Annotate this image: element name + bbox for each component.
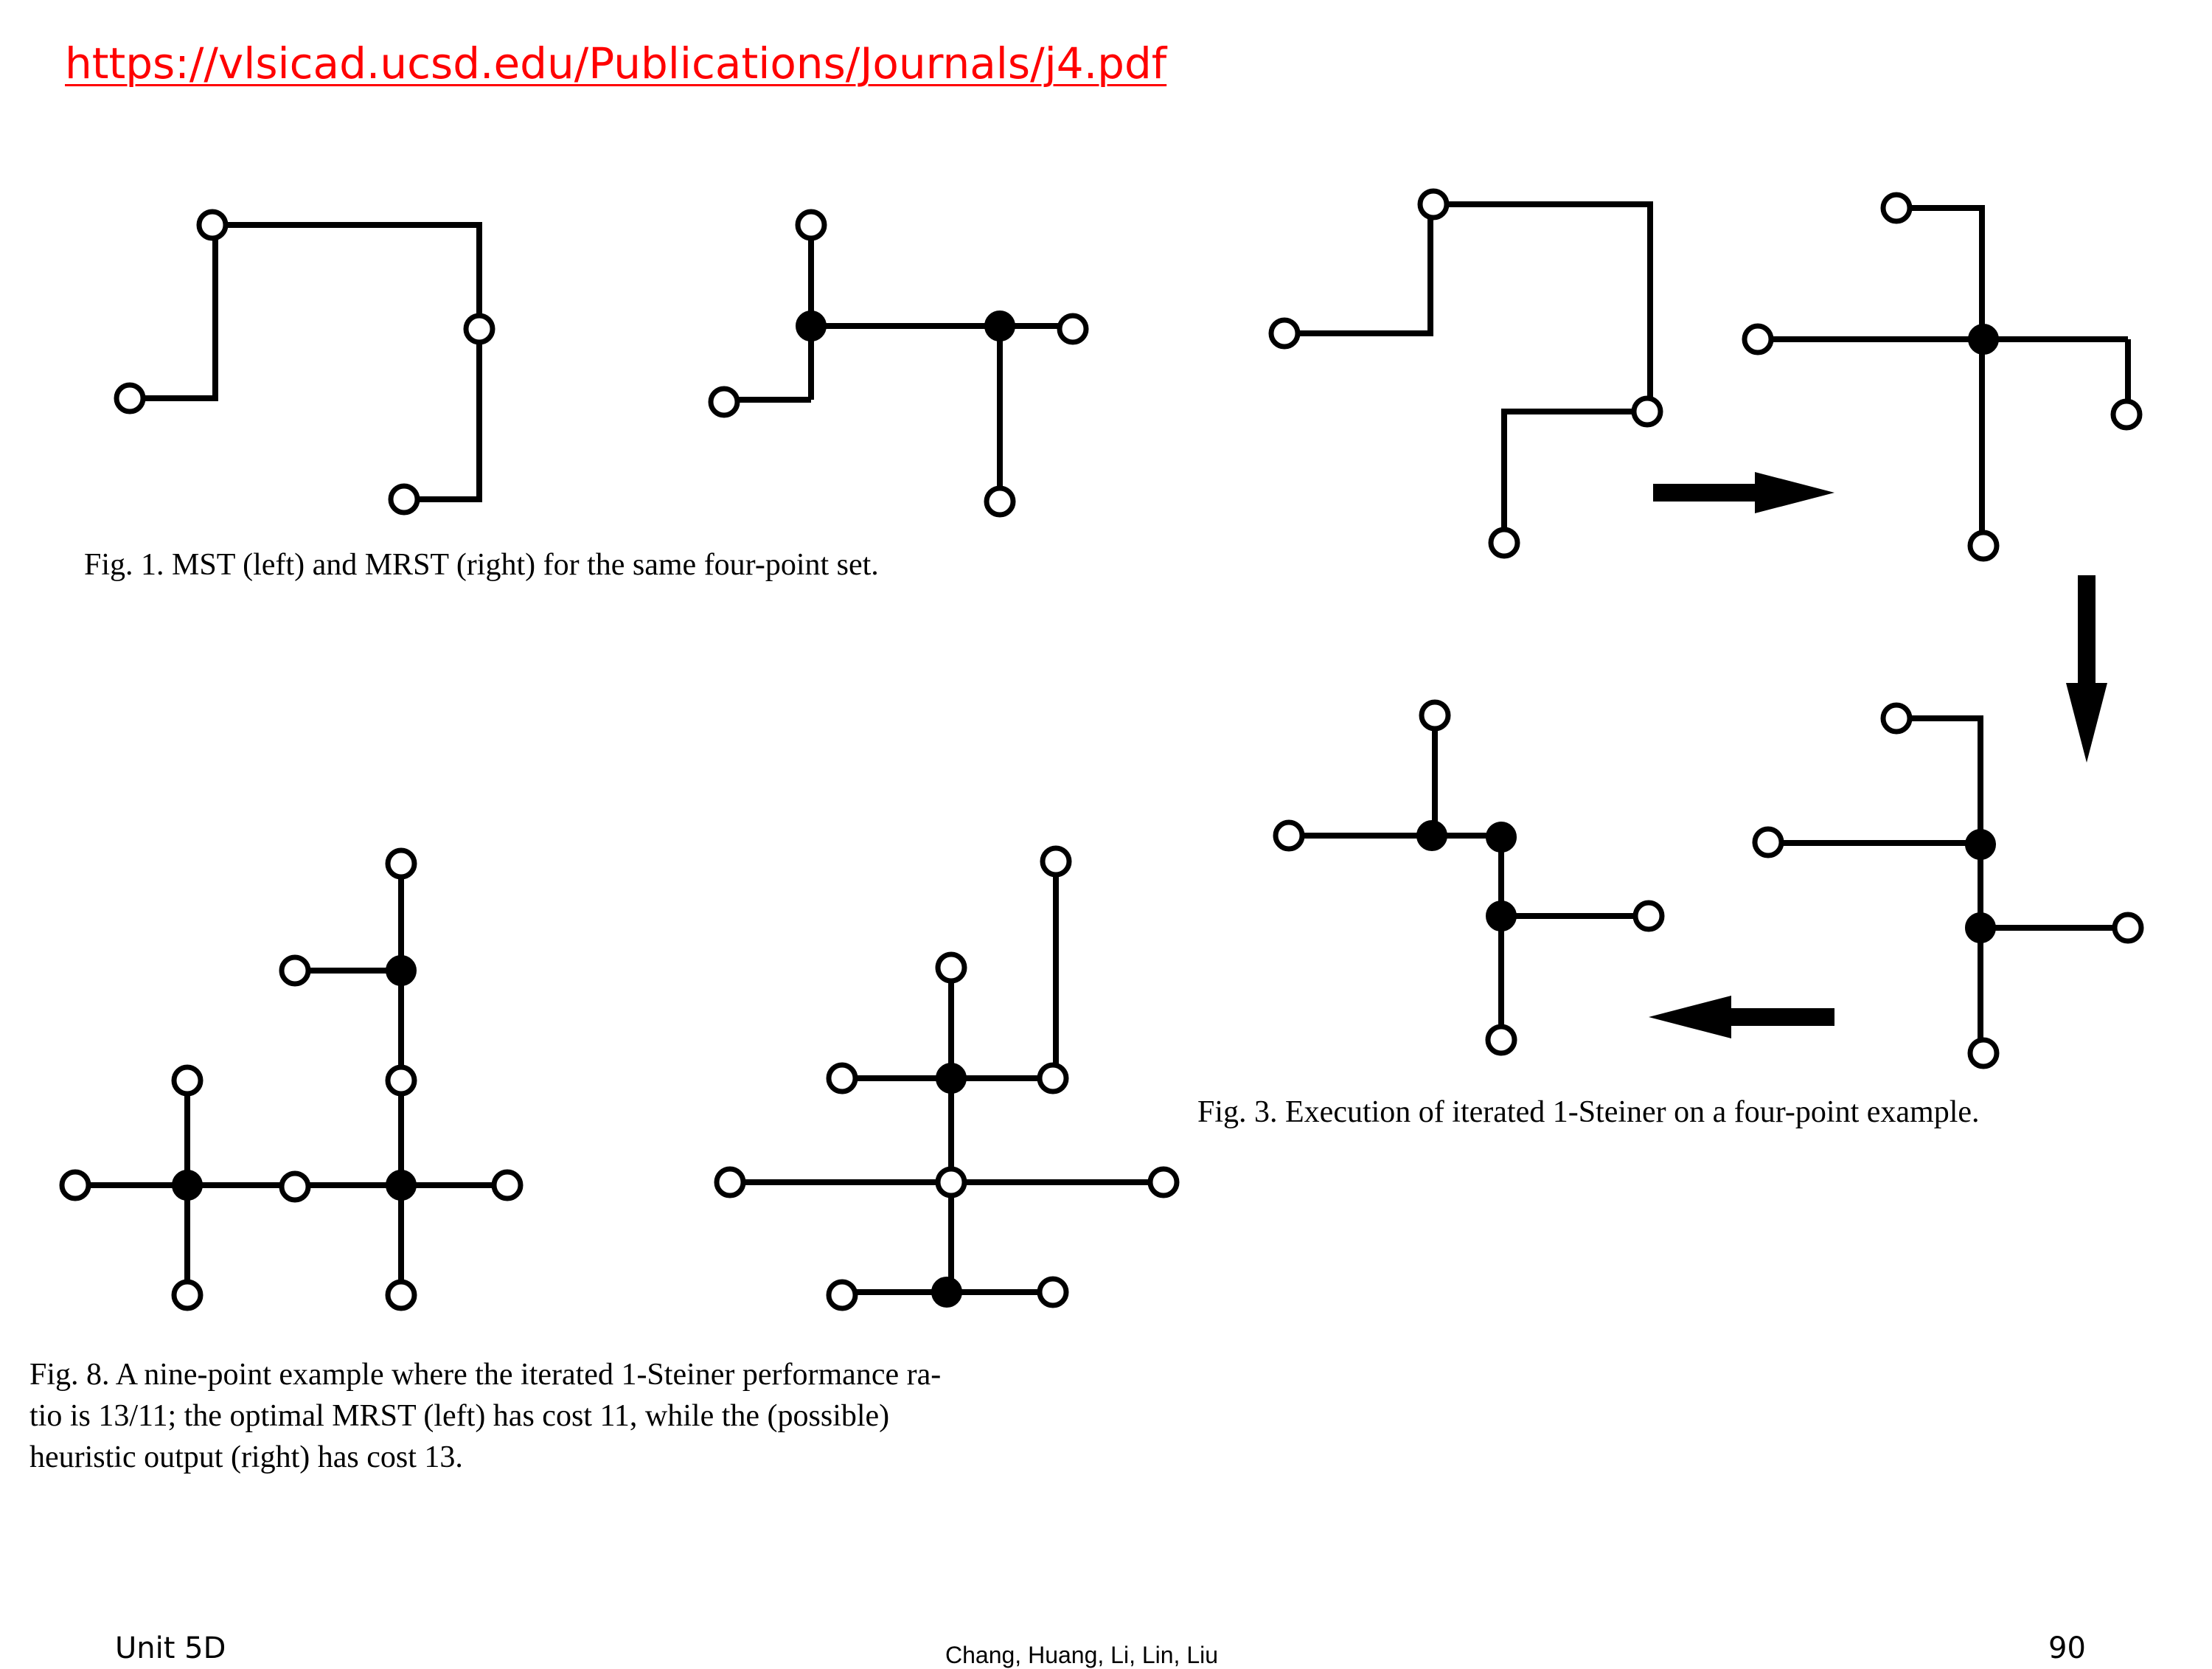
- fig8-terminal: [829, 1065, 855, 1092]
- fig8-steiner-point: [936, 1063, 967, 1094]
- source-url-link[interactable]: https://vlsicad.ucsd.edu/Publications/Jo…: [65, 38, 1167, 89]
- arrow-left-icon: [1649, 996, 1834, 1038]
- fig1-mrst-terminal: [711, 389, 737, 415]
- fig1-mst-terminal: [391, 486, 417, 513]
- fig8-terminal: [1150, 1169, 1177, 1196]
- fig1-mst-terminal: [466, 316, 493, 342]
- fig3-terminal: [1491, 530, 1517, 556]
- fig1-caption: Fig. 1. MST (left) and MRST (right) for …: [84, 548, 879, 582]
- fig3-terminal: [1970, 532, 1997, 559]
- fig3-edge: [1501, 409, 1650, 543]
- fig8-caption-line: Fig. 8. A nine-point example where the i…: [29, 1358, 942, 1392]
- fig1-mrst-terminal: [987, 488, 1013, 515]
- fig8-steiner-point: [931, 1277, 962, 1308]
- fig8-terminal: [1040, 1065, 1066, 1092]
- fig3-terminal: [1883, 195, 1910, 221]
- fig3-steiner-point: [1416, 820, 1447, 851]
- fig8-terminal: [717, 1169, 743, 1196]
- fig3-caption: Fig. 3. Execution of iterated 1-Steiner …: [1197, 1095, 1980, 1129]
- fig8-terminal: [494, 1172, 521, 1198]
- fig3-steiner-point: [1965, 829, 1996, 860]
- fig8-steiner-point: [386, 1170, 417, 1201]
- fig3-terminal: [1745, 326, 1771, 353]
- fig3-terminal: [2115, 915, 2141, 941]
- fig8-steiner-point: [172, 1170, 203, 1201]
- arrow-down-icon: [2066, 575, 2107, 763]
- fig8-heuristic-output-diagram: [717, 848, 1177, 1308]
- fig8-terminal: [829, 1282, 855, 1308]
- fig3-terminal: [1271, 320, 1298, 347]
- fig8-terminal: [388, 1067, 414, 1094]
- fig3-terminal: [1488, 1027, 1514, 1053]
- page-number: 90: [2048, 1631, 2086, 1665]
- fig3-step3-diagram: [1755, 705, 2141, 1066]
- fig3-terminal: [1970, 1040, 1997, 1066]
- fig8-terminal: [388, 1282, 414, 1308]
- footer-authors: Chang, Huang, Li, Lin, Liu: [945, 1642, 1219, 1668]
- fig1-mst-edge: [130, 225, 218, 401]
- fig8-caption: Fig. 8. A nine-point example where the i…: [29, 1354, 1194, 1478]
- fig3-terminal: [1422, 702, 1448, 729]
- arrow-right-icon: [1653, 472, 1834, 513]
- fig1-mrst-steiner-point: [796, 310, 827, 341]
- fig3-terminal: [1755, 829, 1781, 856]
- fig3-edge: [1896, 715, 1983, 1053]
- fig8-caption-line: tio is 13/11; the optimal MRST (left) ha…: [29, 1399, 890, 1433]
- fig1-mst-terminal: [199, 212, 226, 238]
- fig8-terminal: [62, 1172, 88, 1198]
- fig1-mrst-steiner-point: [984, 310, 1015, 341]
- fig3-step1-diagram: [1271, 191, 1660, 556]
- fig3-edge: [1284, 204, 1433, 336]
- fig8-terminal: [938, 954, 964, 981]
- footer-unit: Unit 5D: [115, 1631, 226, 1665]
- fig8-steiner-point: [386, 955, 417, 986]
- fig1-mrst-terminal: [798, 212, 824, 238]
- fig8-terminal: [282, 957, 308, 984]
- fig3-edge: [1896, 205, 1985, 546]
- fig3-steiner-point: [1486, 822, 1517, 853]
- fig8-optimal-mrst-diagram: [62, 850, 521, 1308]
- fig1-mst-diagram: [116, 212, 493, 513]
- fig3-terminal: [1635, 903, 1662, 929]
- fig3-terminal: [1883, 705, 1910, 732]
- fig3-terminal: [1634, 398, 1660, 425]
- fig3-steiner-point: [1486, 901, 1517, 931]
- fig8-terminal: [174, 1067, 201, 1094]
- fig8-edge: [1053, 861, 1059, 1081]
- fig3-step2-diagram: [1745, 195, 2140, 559]
- fig3-terminal: [1420, 191, 1447, 218]
- fig8-terminal: [1043, 848, 1069, 875]
- fig8-terminal: [1040, 1279, 1066, 1305]
- fig8-terminal: [282, 1173, 308, 1200]
- fig3-step4-diagram: [1276, 702, 1662, 1053]
- fig8-caption-line: heuristic output (right) has cost 13.: [29, 1440, 463, 1474]
- fig1-mst-edge: [215, 222, 482, 329]
- fig8-terminal: [938, 1169, 964, 1196]
- fig1-mst-edge: [404, 329, 482, 502]
- fig1-mrst-diagram: [711, 212, 1086, 515]
- fig1-mst-terminal: [116, 385, 143, 412]
- fig3-steiner-point: [1965, 912, 1996, 943]
- fig8-terminal: [174, 1282, 201, 1308]
- fig3-terminal: [1276, 822, 1302, 849]
- fig1-mrst-terminal: [1060, 316, 1086, 342]
- fig3-terminal: [2113, 401, 2140, 428]
- fig8-terminal: [388, 850, 414, 877]
- fig3-steiner-point: [1968, 324, 1999, 355]
- fig3-edge: [1430, 201, 1653, 412]
